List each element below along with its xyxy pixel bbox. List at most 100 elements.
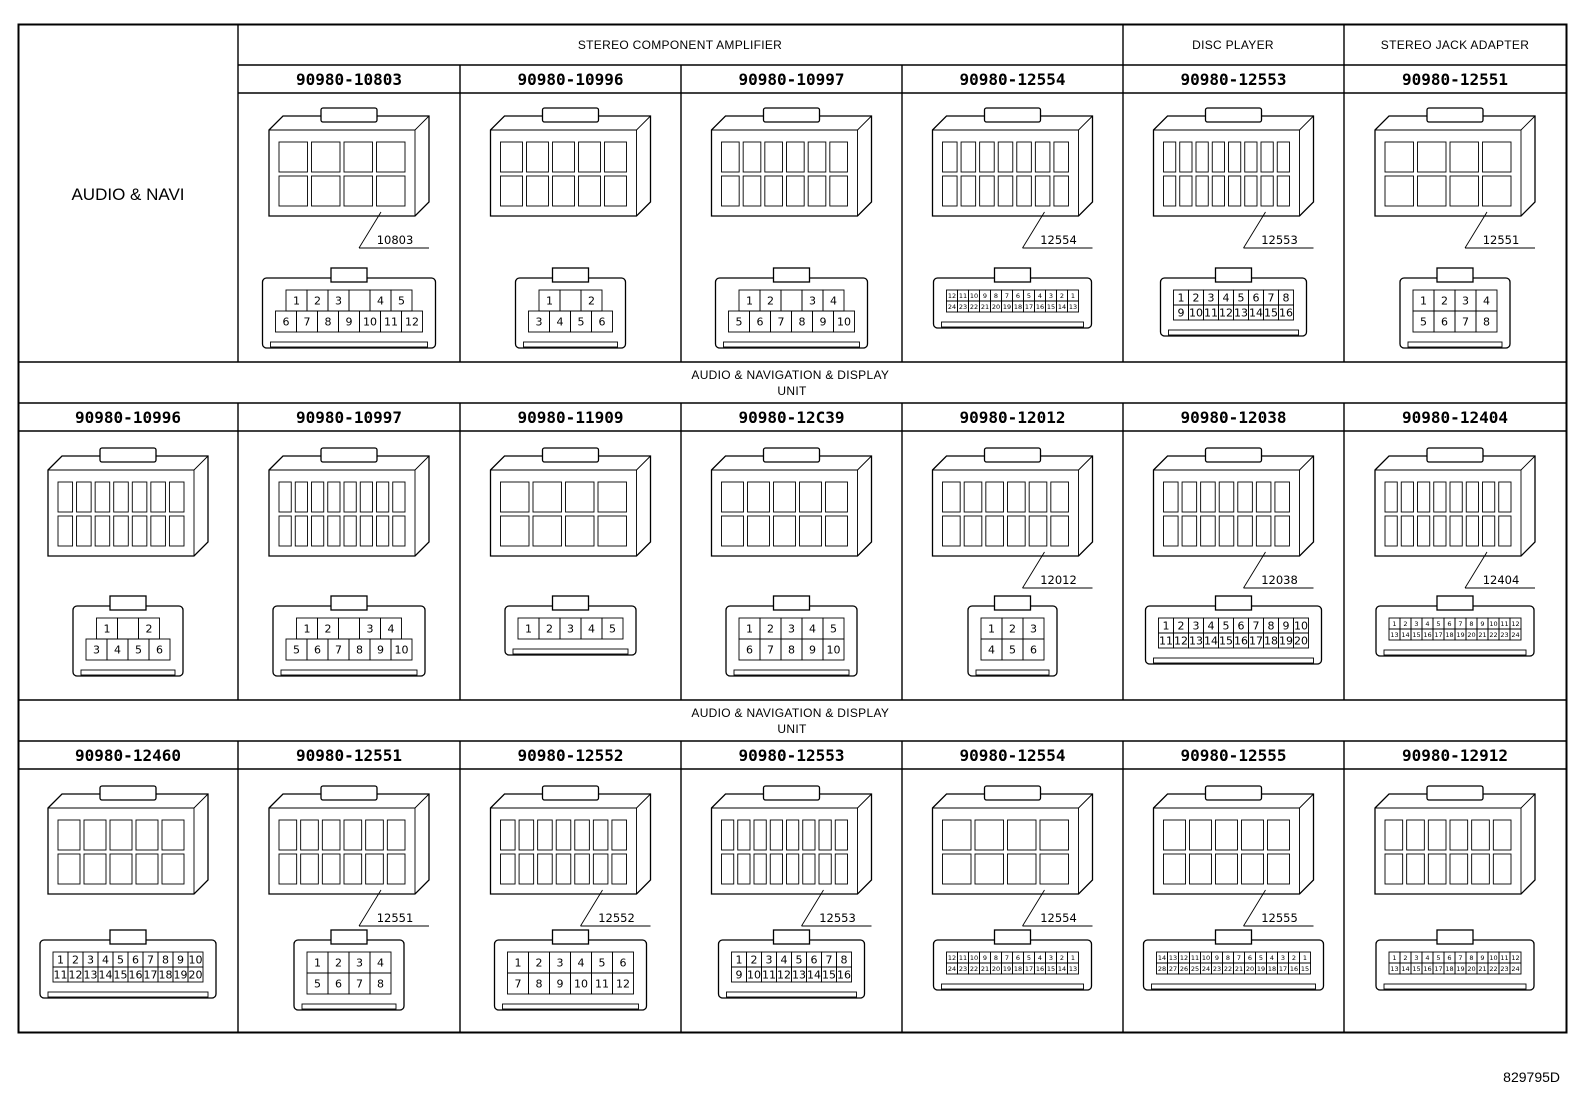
connector-body <box>268 107 430 217</box>
pin-number: 5 <box>1259 954 1263 962</box>
pin-number: 3 <box>1462 295 1469 308</box>
pin-number: 5 <box>314 978 321 991</box>
pin-number: 3 <box>367 623 374 636</box>
pin-number: 2 <box>588 295 595 308</box>
pin-number: 12 <box>616 978 630 991</box>
pin-cavity: 16 <box>1421 628 1434 641</box>
part-number: 90980-12552 <box>518 746 624 765</box>
pin-number: 8 <box>325 316 332 329</box>
pin-cavity: 20 <box>1465 962 1478 975</box>
pin-number: 10 <box>574 978 588 991</box>
pin-number: 14 <box>1401 631 1409 639</box>
pin-cavity: 15 <box>112 966 129 983</box>
pin-number: 11 <box>1500 954 1508 962</box>
pin-number: 12 <box>69 969 83 982</box>
pin-number: 11 <box>1204 307 1218 320</box>
pin-number: 17 <box>1025 965 1033 973</box>
pin-number: 23 <box>1500 631 1508 639</box>
pin-number: 19 <box>1279 635 1293 648</box>
pin-cavity: 15 <box>821 966 837 983</box>
pin-cavity: 11 <box>1189 951 1201 964</box>
pin-cavity: 16 <box>127 966 144 983</box>
pin-number: 2 <box>1403 620 1407 628</box>
pin-cavity: 19 <box>172 966 189 983</box>
pin-cavity: 20 <box>1293 632 1309 649</box>
pin-number: 9 <box>177 954 184 967</box>
part-number: 90980-10803 <box>296 70 402 89</box>
pin-number: 2 <box>146 623 153 636</box>
pin-number: 8 <box>356 644 363 657</box>
pin-cavity: 17 <box>142 966 159 983</box>
pin-number: 7 <box>1458 620 1462 628</box>
pin-cavity: 6 <box>148 638 171 661</box>
pin-number: 2 <box>335 957 342 970</box>
pin-number: 11 <box>762 969 776 982</box>
pin-number: 6 <box>1016 292 1020 300</box>
connector-body <box>1152 107 1315 217</box>
connector-body <box>47 785 209 895</box>
pin-cavity: 13 <box>1067 962 1079 975</box>
pin-cavity: 19 <box>1278 632 1294 649</box>
pin-number: 5 <box>1238 292 1245 305</box>
pin-number: 19 <box>1456 631 1464 639</box>
pin-number: 13 <box>1189 635 1203 648</box>
pin-number: 22 <box>1489 631 1497 639</box>
pin-cavity: 11 <box>1498 951 1511 964</box>
pin-cavity: 16 <box>836 966 852 983</box>
callout: 12555 <box>1243 889 1314 927</box>
connector-body <box>1374 107 1536 217</box>
callout: 12553 <box>1243 211 1314 249</box>
pin-number: 23 <box>1500 965 1508 973</box>
pin-cavity: 27 <box>1167 962 1179 975</box>
pin-number: 2 <box>767 295 774 308</box>
pin-number: 8 <box>162 954 169 967</box>
pin-number: 24 <box>948 965 956 973</box>
pin-number: 4 <box>578 957 585 970</box>
pin-number: 15 <box>1219 635 1233 648</box>
pin-number: 2 <box>1292 954 1296 962</box>
part-number: 90980-10997 <box>739 70 845 89</box>
pin-number: 1 <box>314 957 321 970</box>
pin-cavity: 12 <box>1509 617 1522 630</box>
pin-number: 15 <box>1047 965 1055 973</box>
pin-cavity: 6 <box>591 310 613 333</box>
pin-cavity: 22 <box>1487 962 1500 975</box>
pin-cavity: 12 <box>401 310 423 333</box>
pin-number: 23 <box>1213 965 1221 973</box>
pin-cavity: 13 <box>1067 300 1079 313</box>
pin-cavity: 8 <box>1475 310 1498 333</box>
pin-number: 6 <box>1447 620 1451 628</box>
pin-number: 19 <box>1257 965 1265 973</box>
pin-cavity: 19 <box>1255 962 1267 975</box>
pin-cavity: 10 <box>968 951 980 964</box>
pin-number: 26 <box>1180 965 1188 973</box>
pin-number: 2 <box>1403 954 1407 962</box>
pin-number: 10 <box>827 644 841 657</box>
pin-number: 20 <box>189 969 203 982</box>
pin-cavity: 23 <box>957 300 969 313</box>
pin-number: 7 <box>778 316 785 329</box>
pin-number: 7 <box>1268 292 1275 305</box>
part-number: 90980-10996 <box>75 408 181 427</box>
connector-body <box>931 447 1094 557</box>
pin-cavity: 10 <box>1487 617 1500 630</box>
pin-cavity: 24 <box>1200 962 1212 975</box>
part-number: 90980-12404 <box>1402 408 1508 427</box>
pin-number: 14 <box>807 969 821 982</box>
pin-cavity: 16 <box>1034 300 1046 313</box>
pin-cavity: 21 <box>1476 962 1489 975</box>
pin-number: 14 <box>1158 954 1166 962</box>
pin-cavity: 20 <box>1244 962 1256 975</box>
pin-number: 2 <box>1441 295 1448 308</box>
pin-number: 28 <box>1158 965 1166 973</box>
pin-number: 16 <box>1279 307 1293 320</box>
pin-number: 19 <box>1456 965 1464 973</box>
